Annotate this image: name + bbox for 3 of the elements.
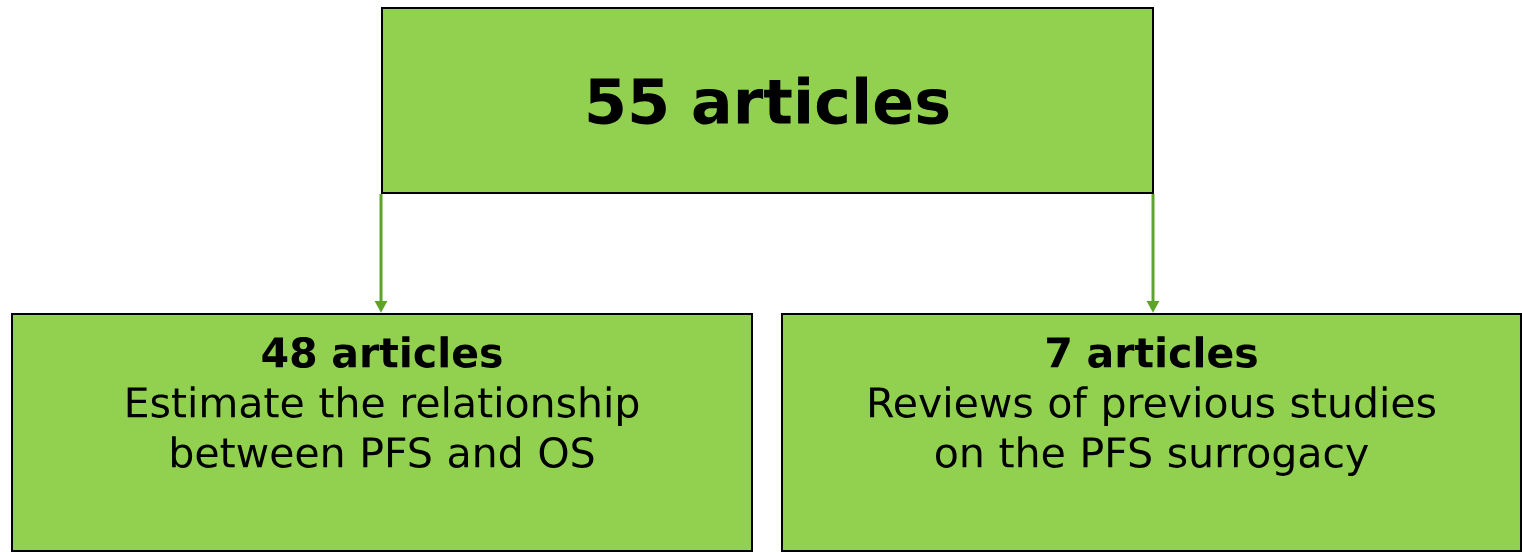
process-box: 55 articles [381,7,1154,194]
process-box: 48 articles Estimate the relationship between PFS and OS [11,313,753,552]
process-box: 7 articles Reviews of previous studies on the PFS surrogacy [781,313,1522,552]
